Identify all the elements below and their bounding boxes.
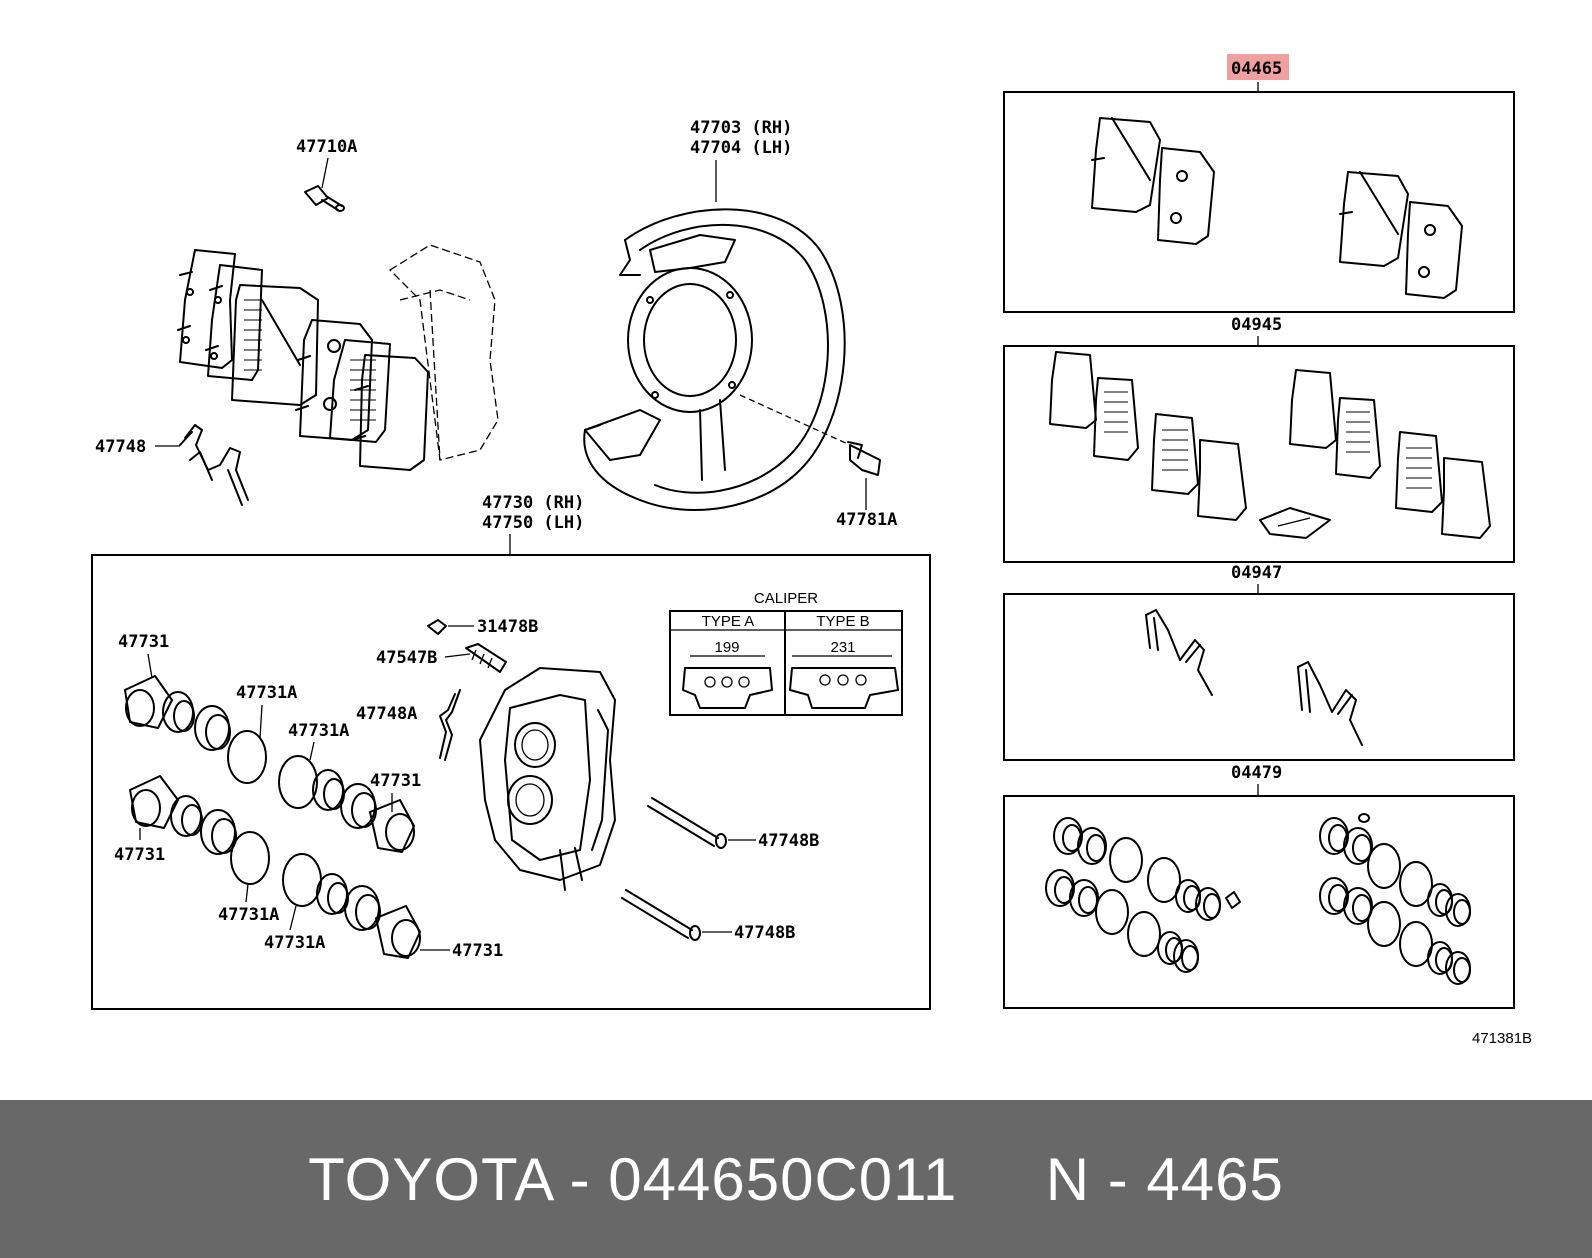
brake-pads-group <box>177 249 429 471</box>
highlight-04465 <box>1227 54 1289 80</box>
label-kit-04465[interactable]: 04465 <box>1231 59 1282 79</box>
kit-04947-box <box>1003 593 1515 761</box>
anti-rattle-clip-47748: 47748 <box>95 424 249 506</box>
type-b-label[interactable]: TYPE B <box>816 613 869 630</box>
label-kit-04945[interactable]: 04945 <box>1231 315 1282 335</box>
label-kit-04479[interactable]: 04479 <box>1231 763 1282 783</box>
type-a-dimension[interactable]: 199 <box>714 639 739 656</box>
brake-parts-diagram: 47710A <box>91 54 1532 1047</box>
kit-04479-box <box>1003 795 1515 1009</box>
footer-bar: TOYOTA - 044650C011 N - 4465 <box>0 1100 1592 1258</box>
caliper-assembly-box <box>91 554 931 1010</box>
pin-47748b-upper: 47748B <box>647 797 819 851</box>
kit-04465-pads <box>1091 117 1463 299</box>
type-a-label[interactable]: TYPE A <box>702 613 755 630</box>
kit-04945-box <box>1003 345 1515 563</box>
label-47730[interactable]: 47730 (RH) <box>482 493 584 513</box>
label-47781a[interactable]: 47781A <box>836 510 897 530</box>
type-b-dimension[interactable]: 231 <box>830 639 855 656</box>
label-47731-d[interactable]: 47731 <box>452 941 503 961</box>
label-kit-04947[interactable]: 04947 <box>1231 563 1282 583</box>
label-31478b[interactable]: 31478B <box>477 617 538 637</box>
label-47748[interactable]: 47748 <box>95 437 146 457</box>
dust-shield-47703-47704: 47703 (RH) 47704 (LH) <box>583 118 851 511</box>
kit-04947-clips <box>1145 609 1363 746</box>
kit-04479-seals <box>1045 813 1471 985</box>
label-47731a-b[interactable]: 47731A <box>288 721 349 741</box>
label-47748b-b[interactable]: 47748B <box>734 923 795 943</box>
label-47731-a[interactable]: 47731 <box>118 632 169 652</box>
clip-47748a: 47748A <box>356 689 461 761</box>
label-47731-b[interactable]: 47731 <box>370 771 421 791</box>
caliper-body <box>479 667 616 891</box>
part-number-caption: TOYOTA - 044650C011 N - 4465 <box>308 1145 1284 1213</box>
label-47547b[interactable]: 47547B <box>376 648 437 668</box>
label-47748b-a[interactable]: 47748B <box>758 831 819 851</box>
kit-04945-pads-shims <box>1049 351 1491 539</box>
upper-bolt-47710a: 47710A <box>296 137 357 212</box>
caliper-type-table: CALIPER TYPE A TYPE B 199 231 <box>669 590 903 716</box>
caliper-title[interactable]: CALIPER <box>754 590 818 607</box>
bleeder-cap-31478b: 31478B <box>427 617 538 637</box>
piston-seal-set: 47731 47731A 47731A 47731 47731 47731A <box>114 632 503 961</box>
label-47731a-a[interactable]: 47731A <box>236 683 297 703</box>
label-47731-c[interactable]: 47731 <box>114 845 165 865</box>
label-47731a-d[interactable]: 47731A <box>264 933 325 953</box>
diagram-ref-code: 471381B <box>1472 1030 1532 1047</box>
caliper-ghost-outline <box>388 244 499 461</box>
label-47704[interactable]: 47704 (LH) <box>690 138 792 158</box>
label-47748a[interactable]: 47748A <box>356 704 417 724</box>
label-47731a-c[interactable]: 47731A <box>218 905 279 925</box>
pin-47748b-lower: 47748B <box>621 889 795 943</box>
label-47703[interactable]: 47703 (RH) <box>690 118 792 138</box>
bolt-47781a: 47781A <box>836 441 897 530</box>
bleeder-screw-47547b: 47547B <box>376 643 507 673</box>
label-47710a[interactable]: 47710A <box>296 137 357 157</box>
kit-04465-box <box>1003 91 1515 313</box>
label-47750[interactable]: 47750 (LH) <box>482 513 584 533</box>
